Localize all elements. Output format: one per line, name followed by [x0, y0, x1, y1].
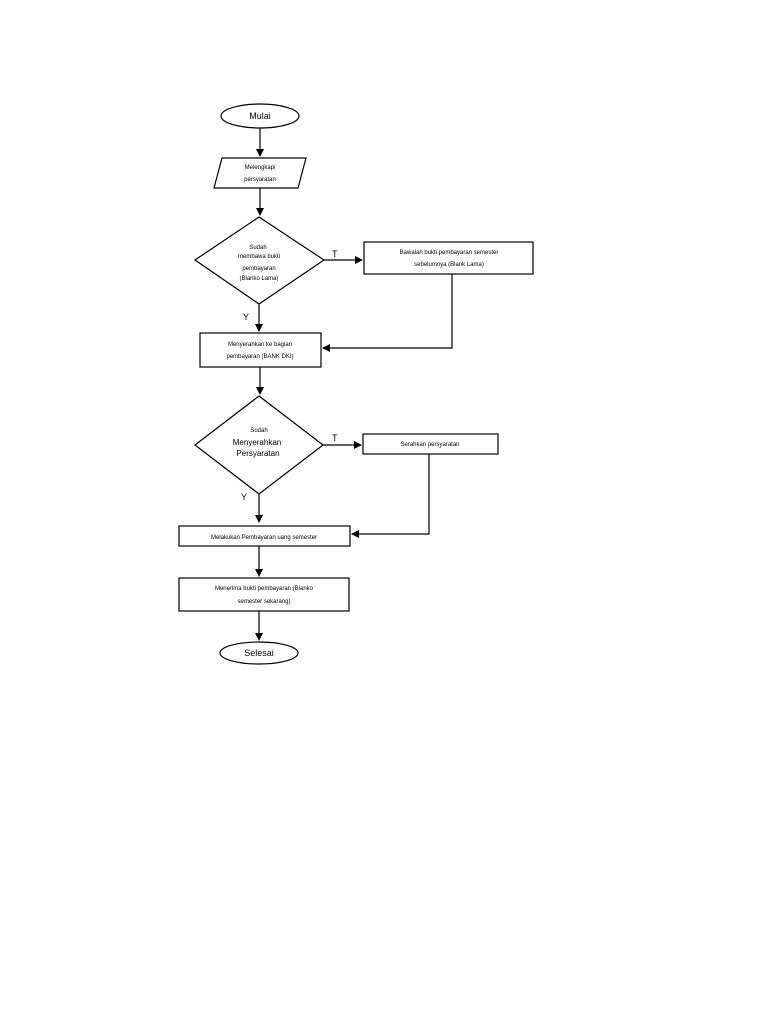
decision-2-line2: Menyerahkan [233, 438, 281, 447]
decision-1-no-label: T [332, 249, 338, 259]
decision-1-line1: Sudah [249, 245, 266, 251]
decision-2-line1: Sudah [250, 428, 267, 434]
pay-box: Melakukan Pembayaran uang semester [178, 525, 351, 547]
connector-branch-2-return [351, 454, 430, 538]
receive-line1: Menerima bukti pembayaran (Blanko [215, 586, 314, 592]
start-label: Mulai [249, 111, 271, 121]
input-label-line2: persyaratan [244, 177, 276, 183]
connector-branch-1-return [322, 274, 453, 352]
branch-2-label: Serahkan persyaratan [400, 442, 459, 448]
decision-1-line3: pembayaran [242, 266, 275, 272]
branch-1-line2: sebelumnya (Blank Lama) [414, 262, 484, 268]
start-terminator: Mulai [220, 103, 300, 129]
branch-1-box: Bawalah bukti pembayaran semester sebelu… [363, 241, 534, 275]
end-label: Selesai [244, 648, 274, 658]
submit-line2: pembayaran (BANK DKI) [226, 354, 293, 360]
decision-1-diamond: Sudah membawa bukti pembayaran (Blanko L… [193, 216, 326, 305]
input-label-line1: Melengkapi [245, 165, 276, 171]
decision-2-diamond: Sudah Menyerahkan Persyaratan [194, 395, 324, 495]
decision-1-yes-label: Y [243, 312, 249, 322]
branch-2-box: Serahkan persyaratan [362, 433, 499, 455]
input-parallelogram: Melengkapi persyaratan [213, 157, 307, 189]
decision-2-yes-label: Y [241, 492, 247, 502]
decision-2-no-label: T [332, 433, 338, 443]
submit-box: Menyerahkan ke bagian pembayaran (BANK D… [199, 332, 322, 368]
branch-1-line1: Bawalah bukti pembayaran semester [400, 250, 499, 256]
decision-2-line3: Persyaratan [236, 449, 279, 458]
pay-label: Melakukan Pembayaran uang semester [211, 535, 317, 541]
receive-box: Menerima bukti pembayaran (Blanko semest… [178, 577, 350, 612]
end-terminator: Selesai [219, 641, 299, 665]
decision-1-line4: (Blanko Lama) [239, 276, 278, 282]
receive-line2: semester sekarang) [237, 599, 290, 605]
decision-1-line2: membawa bukti [238, 254, 280, 260]
submit-line1: Menyerahkan ke bagian [228, 342, 292, 348]
